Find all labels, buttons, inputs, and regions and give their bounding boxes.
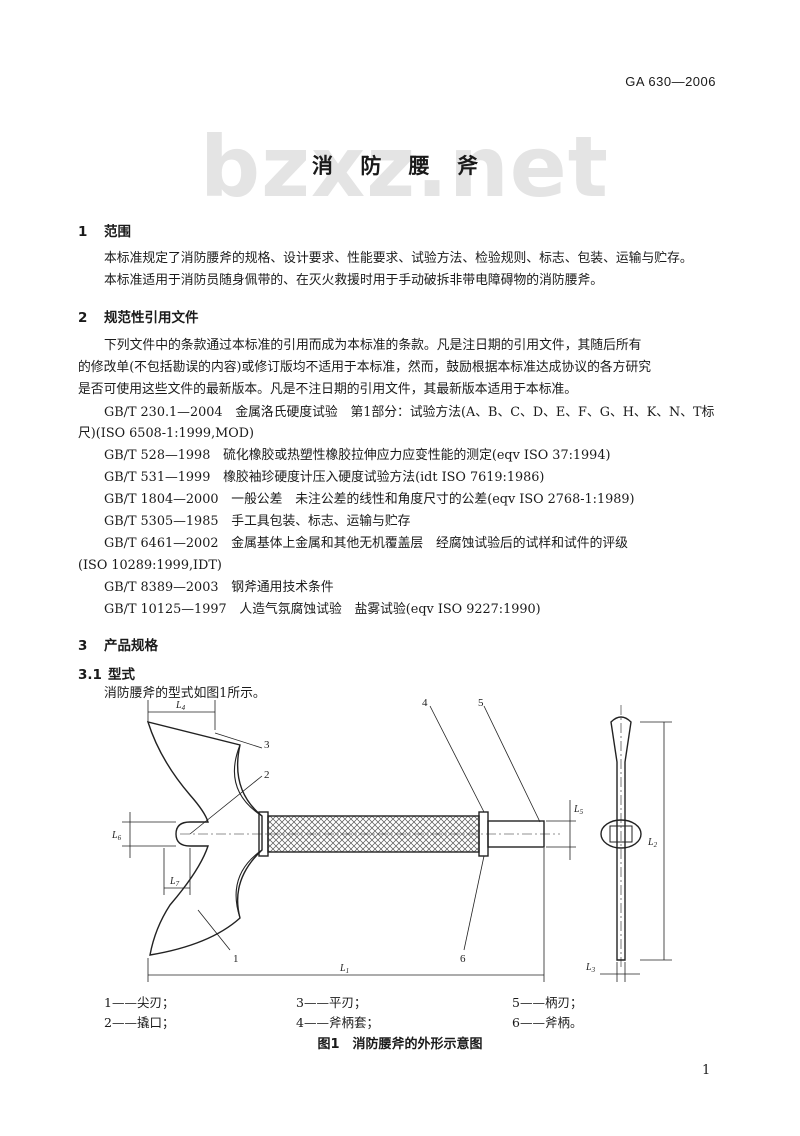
dim-label-l4: L4 (175, 700, 186, 712)
axe-head (146, 721, 263, 956)
label-part-1: 1 (233, 953, 239, 965)
page-number: 1 (702, 1063, 711, 1078)
legend-item: 1——尖刃； (104, 995, 175, 1010)
section-number: 2 (78, 310, 88, 326)
dim-label-l6: L6 (111, 830, 122, 842)
normref-intro-line-3: 是否可使用这些文件的最新版本。凡是不注日期的引用文件，其最新版本适用于本标准。 (78, 382, 578, 397)
scope-paragraph-2: 本标准适用于消防员随身佩带的、在灭火救援时用于手动破拆非带电障碍物的消防腰斧。 (104, 273, 604, 288)
section-heading-normative-references: 2 规范性引用文件 (78, 306, 199, 326)
legend-item: 5——柄刃； (512, 995, 583, 1010)
scope-paragraph-1: 本标准规定了消防腰斧的规格、设计要求、性能要求、试验方法、检验规则、标志、包装、… (104, 251, 693, 266)
section-title: 范围 (104, 224, 131, 240)
label-part-5: 5 (478, 697, 484, 709)
watermark: bzxz.net (200, 118, 609, 216)
dim-label-l1: L1 (339, 963, 349, 975)
dim-label-l5: L5 (573, 804, 584, 816)
dim-label-l7: L7 (169, 876, 180, 888)
section-title: 规范性引用文件 (104, 310, 199, 326)
section-title: 型式 (108, 667, 135, 683)
label-part-6: 6 (460, 953, 466, 965)
section-heading-specifications: 3 产品规格 (78, 634, 158, 654)
page-title: 消 防 腰 斧 (312, 154, 488, 178)
label-part-4: 4 (422, 697, 428, 709)
document-number: GA 630—2006 (625, 74, 716, 89)
figure-caption: 图1 消防腰斧的外形示意图 (317, 1037, 483, 1052)
type-description: 消防腰斧的型式如图1所示。 (104, 686, 266, 701)
section-heading-scope: 1 范围 (78, 220, 131, 240)
reference-item: GB/T 10125—1997 人造气氛腐蚀试验 盐雾试验(eqv ISO 92… (104, 602, 541, 617)
reference-item: GB/T 6461—2002 金属基体上金属和其他无机覆盖层 经腐蚀试验后的试样… (104, 536, 628, 551)
legend-item: 2——撬口； (104, 1015, 175, 1030)
reference-item: GB/T 531—1999 橡胶袖珍硬度计压入硬度试验方法(idt ISO 76… (104, 470, 545, 485)
reference-item: GB/T 5305—1985 手工具包装、标志、运输与贮存 (104, 514, 411, 529)
label-part-3: 3 (264, 739, 270, 751)
legend-item: 6——斧柄。 (512, 1015, 583, 1030)
dim-label-l2: L2 (647, 837, 658, 849)
dim-label-l3: L3 (585, 962, 596, 974)
normref-intro-line-2: 的修改单(不包括勘误的内容)或修订版均不适用于本标准，然而，鼓励根据本标准达成协… (78, 360, 652, 375)
section-title: 产品规格 (104, 638, 158, 654)
label-part-2: 2 (264, 769, 270, 781)
normref-intro-line-1: 下列文件中的条款通过本标准的引用而成为本标准的条款。凡是注日期的引用文件，其随后… (104, 338, 642, 353)
section-number: 1 (78, 224, 88, 240)
reference-item: GB/T 528—1998 硫化橡胶或热塑性橡胶拉伸应力应变性能的测定(eqv … (104, 448, 611, 463)
legend-item: 3——平刃； (296, 995, 367, 1010)
reference-item-continued: 尺)(ISO 6508-1:1999,MOD) (78, 426, 254, 441)
legend-item: 4——斧柄套； (296, 1015, 379, 1030)
section-number: 3 (78, 638, 88, 654)
reference-item-continued: (ISO 10289:1999,IDT) (78, 558, 222, 573)
subsection-heading-type: 3.1 型式 (78, 663, 135, 683)
reference-item: GB/T 230.1—2004 金属洛氏硬度试验 第1部分：试验方法(A、B、C… (104, 405, 715, 420)
section-number: 3.1 (78, 667, 102, 683)
reference-item: GB/T 1804—2000 一般公差 未注公差的线性和角度尺寸的公差(eqv … (104, 492, 635, 507)
reference-item: GB/T 8389—2003 钢斧通用技术条件 (104, 580, 334, 595)
